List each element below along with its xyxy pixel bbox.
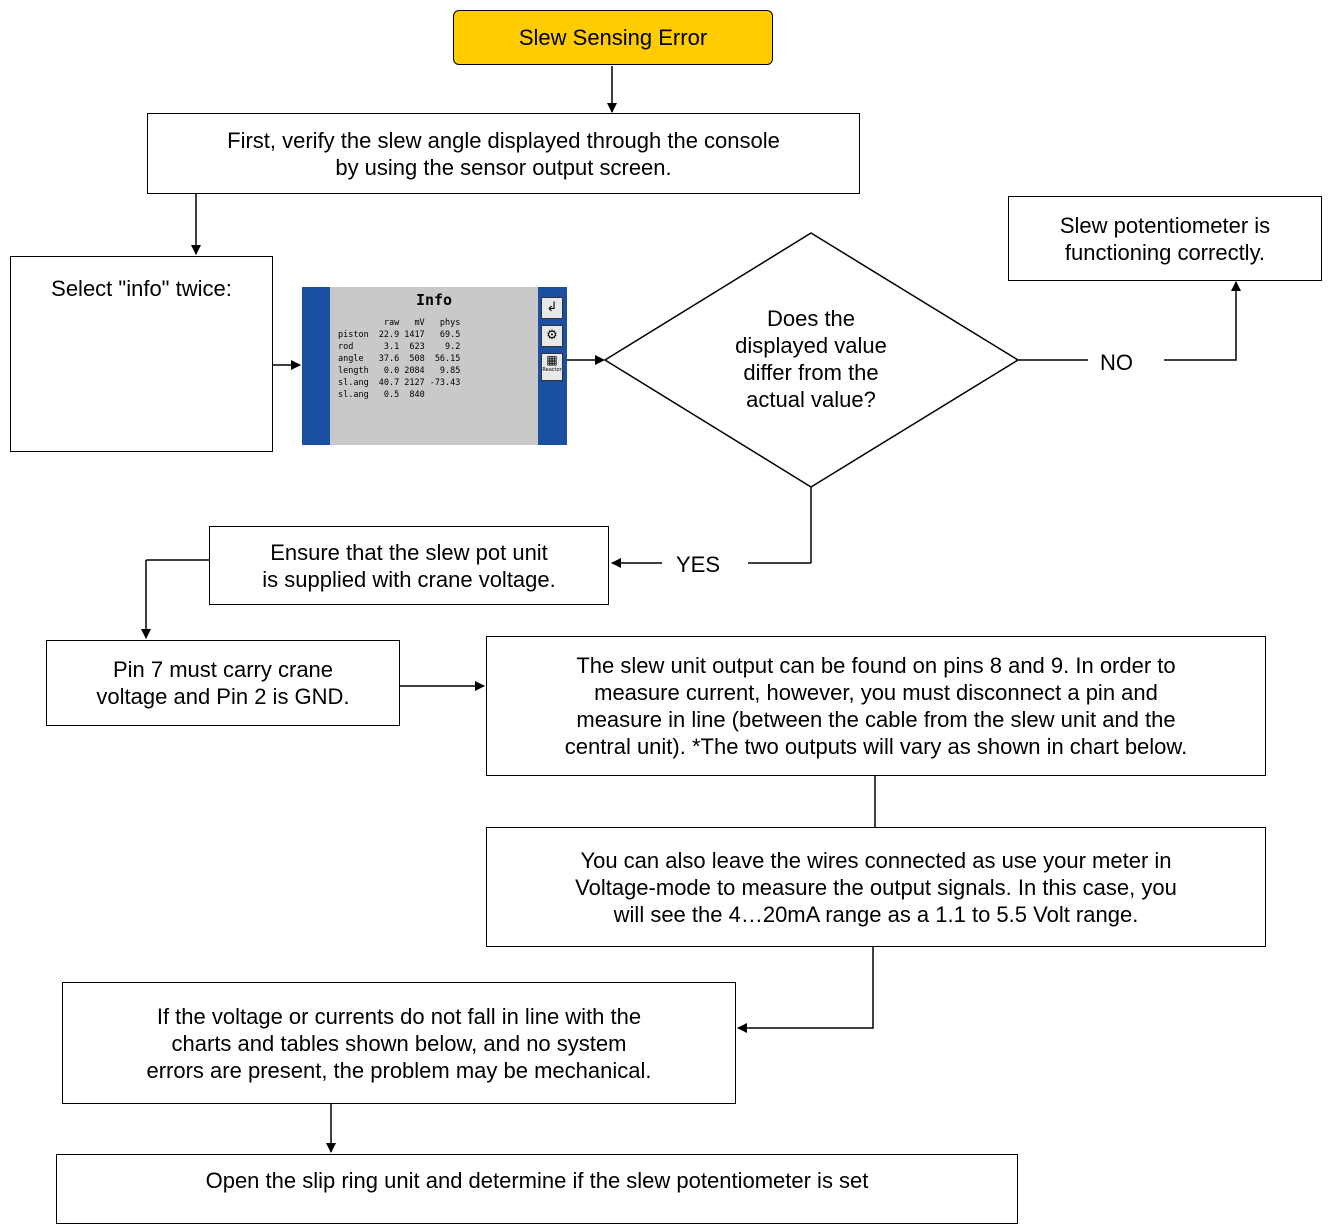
start-node-slew-sensing-error: Slew Sensing Error [453,10,773,65]
functioning-line-2: functioning correctly. [1064,239,1266,265]
cell: 623 [409,342,425,352]
sensor-table: raw mV phys piston 22.9 1417 69.5 rod 3.… [338,317,465,401]
ensure-line-1: Ensure that the slew pot unit [270,539,548,565]
col-header: raw [383,318,400,328]
cell: 3.1 [383,342,400,352]
decision-text: Does the displayed value differ from the… [705,305,917,413]
cell: sl.ang [338,378,369,388]
output-line-4: central unit). *The two outputs will var… [564,734,1188,759]
cell: 9.85 [439,366,461,376]
yes-label: YES [670,552,727,578]
select-info-label: Select "info" twice: [51,276,232,301]
functioning-line-1: Slew potentiometer is [1059,212,1271,238]
output-line-3: measure in line (between the cable from … [576,707,1176,732]
table-row: piston 22.9 1417 69.5 [338,329,465,341]
start-node-label: Slew Sensing Error [518,25,708,50]
table-row: rod 3.1 623 9.2 [338,341,465,353]
cell: rod [338,342,354,352]
pin7-step: Pin 7 must carry crane voltage and Pin 2… [46,640,400,726]
cell [430,389,466,401]
screen-title: Info [415,291,453,309]
arrow-voltage-to-mechanical [737,947,874,1033]
cell: sl.ang [338,390,369,400]
arrow-no-to-functioning [1164,281,1241,361]
mechanical-line-3: errors are present, the problem may be m… [146,1057,652,1083]
cell: 840 [409,390,425,400]
mechanical-line-2: charts and tables shown below, and no sy… [171,1030,627,1056]
slew-output-step: The slew unit output can be found on pin… [486,636,1266,776]
decision-line-4: actual value? [746,387,876,412]
voltage-mode-step: You can also leave the wires connected a… [486,827,1266,947]
cell: length [338,366,369,376]
table-row: sl.ang 0.5 840 [338,389,465,401]
decision-line-2: displayed value [735,333,887,358]
table-row: length 0.0 2084 9.85 [338,365,465,377]
no-label: NO [1094,350,1139,376]
slip-ring-step: Open the slip ring unit and determine if… [56,1154,1018,1224]
cell: 69.5 [439,330,461,340]
table-row: angle 37.6 508 56.15 [338,353,465,365]
pin7-line-1: Pin 7 must carry crane [112,657,334,682]
table-row: sl.ang 40.7 2127 -73.43 [338,377,465,389]
cell: 56.15 [434,354,461,364]
decision-line-1: Does the [766,306,856,331]
output-line-2: measure current, however, you must disco… [594,680,1158,705]
screen-panel: Info raw mV phys piston 22.9 1417 69.5 r… [330,287,538,445]
slip-ring-label: Open the slip ring unit and determine if… [205,1168,869,1193]
cell: 2127 [404,378,425,388]
cell: 0.5 [383,390,400,400]
mechanical-step: If the voltage or currents do not fall i… [62,982,736,1104]
screen-left-bar [302,287,330,445]
col-header [338,317,379,329]
voltage-line-1: You can also leave the wires connected a… [580,847,1172,873]
col-header: phys [439,318,461,328]
decision-line-3: differ from the [743,360,879,385]
cell: -73.43 [429,378,461,388]
cell: 37.6 [378,354,400,364]
cell: 9.2 [445,342,461,352]
verify-line-2: by using the sensor output screen. [335,154,672,180]
select-info-step: Select "info" twice: [10,256,273,452]
pin7-line-2: voltage and Pin 2 is GND. [96,684,350,709]
cell: 508 [409,354,425,364]
output-line-1: The slew unit output can be found on pin… [576,653,1176,678]
cell: 22.9 [378,330,400,340]
voltage-line-3: will see the 4…20mA range as a 1.1 to 5.… [613,901,1139,927]
verify-step: First, verify the slew angle displayed t… [147,113,860,194]
ensure-line-2: is supplied with crane voltage. [262,566,556,592]
cell: 40.7 [378,378,400,388]
cell: 0.0 [383,366,400,376]
mechanical-line-1: If the voltage or currents do not fall i… [156,1003,642,1029]
cell: piston [338,330,369,340]
verify-line-1: First, verify the slew angle displayed t… [227,127,780,153]
functioning-correctly-node: Slew potentiometer is functioning correc… [1008,196,1322,281]
cell: 1417 [404,330,425,340]
wrench-icon: ⚙ [541,325,563,347]
ensure-voltage-step: Ensure that the slew pot unit is supplie… [209,526,609,605]
voltage-line-2: Voltage-mode to measure the output signa… [575,874,1177,900]
table-header-row: raw mV phys [338,317,465,329]
reactor-icon: ▦ Reactor [541,353,563,381]
cell: 2084 [404,366,425,376]
col-header: mV [414,318,425,328]
reactor-label: Reactor [542,367,562,373]
info-screen: Info raw mV phys piston 22.9 1417 69.5 r… [302,287,567,445]
cell: angle [338,354,364,364]
enter-icon: ↲ [541,297,563,319]
